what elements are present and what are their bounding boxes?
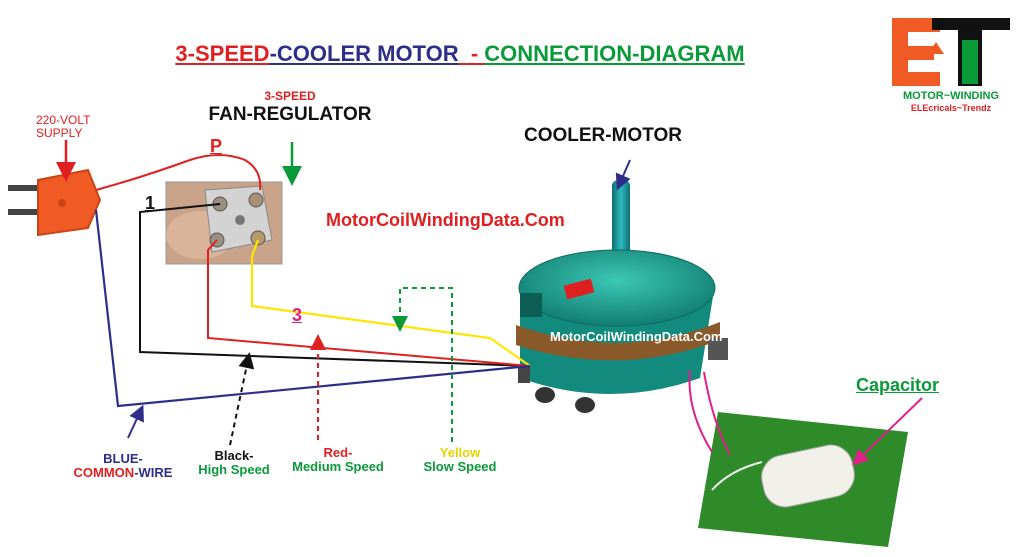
blue-wire-pointer [127,404,144,439]
blue-wire-label-line1: BLUE- [103,451,143,466]
red-wire-label: Red- Medium Speed [282,445,394,475]
blue-wire-label: BLUE- COMMON-WIRE [58,451,188,481]
diagram-title: 3-SPEED-COOLER MOTOR - CONNECTION-DIAGRA… [0,41,920,66]
power-plug [8,168,102,237]
yellow-wire-pointer [392,287,453,442]
regulator-speed-label: 3-SPEED [264,89,316,103]
blue-wire-label-wire: -WIRE [134,465,173,481]
capacitor-photo [698,412,908,547]
plug-pin-bottom [8,209,42,215]
cooler-motor-photo [516,180,728,413]
blue-wire-label-common: COMMON [73,465,135,481]
supply-voltage-text: 220-VOLT [36,113,91,127]
plug-pin-top [8,185,42,191]
phase-wire-red [95,154,262,191]
motor-body-label: MotorCoilWindingData.Com [550,329,723,344]
logo-text-trendz: ELEcricals~Trendz [910,103,992,113]
red-wire-medium-speed [207,239,531,367]
regulator-name-label: FAN-REGULATOR [208,104,372,125]
plug-body [37,168,102,237]
red-wire-label-line2: Medium Speed [292,459,384,475]
title-part-speed: 3-SPEED [175,41,270,66]
black-wire-high-speed [139,203,531,367]
watermark-text: MotorCoilWindingData.Com [326,210,565,230]
brand-logo: MOTOR~WINDING ELEcricals~Trendz [888,14,1014,118]
blue-common-wire [94,209,531,408]
terminal-1-label: 1 [145,193,156,213]
supply-text: SUPPLY [36,126,83,141]
capacitor-label: Capacitor [856,375,940,395]
logo-mark-icon [892,18,1010,86]
yellow-wire-slow-speed [250,239,531,367]
logo-text-motor-winding: MOTOR~WINDING [902,90,1000,102]
yellow-wire-label: Yellow Slow Speed [410,445,510,475]
motor-arrow [615,159,631,191]
title-part-motor: -COOLER MOTOR [269,41,459,66]
black-wire-label-line2: High Speed [198,462,270,478]
title-part-connection: CONNECTION-DIAGRAM [484,41,745,66]
motor-shaft [612,180,630,272]
supply-label: 220-VOLT SUPPLY [36,113,91,141]
yellow-wire-label-line1: Yellow [439,445,481,460]
capacitor-wire-1 [688,369,713,453]
terminal-3-label: 3 [292,305,303,325]
motor-name-label: COOLER-MOTOR [524,125,682,146]
black-wire-pointer [229,352,255,446]
black-wire-label: Black- High Speed [188,448,280,478]
capacitor-wire-2 [703,371,731,456]
yellow-wire-label-line2: Slow Speed [423,459,497,475]
red-wire-label-line1: Red- [323,445,353,460]
black-wire-label-line1: Black- [214,448,254,463]
title-part-dash: - [458,41,485,66]
fan-regulator-photo [165,181,283,265]
capacitor-arrow [852,397,923,466]
terminal-p-label: P [210,136,223,156]
